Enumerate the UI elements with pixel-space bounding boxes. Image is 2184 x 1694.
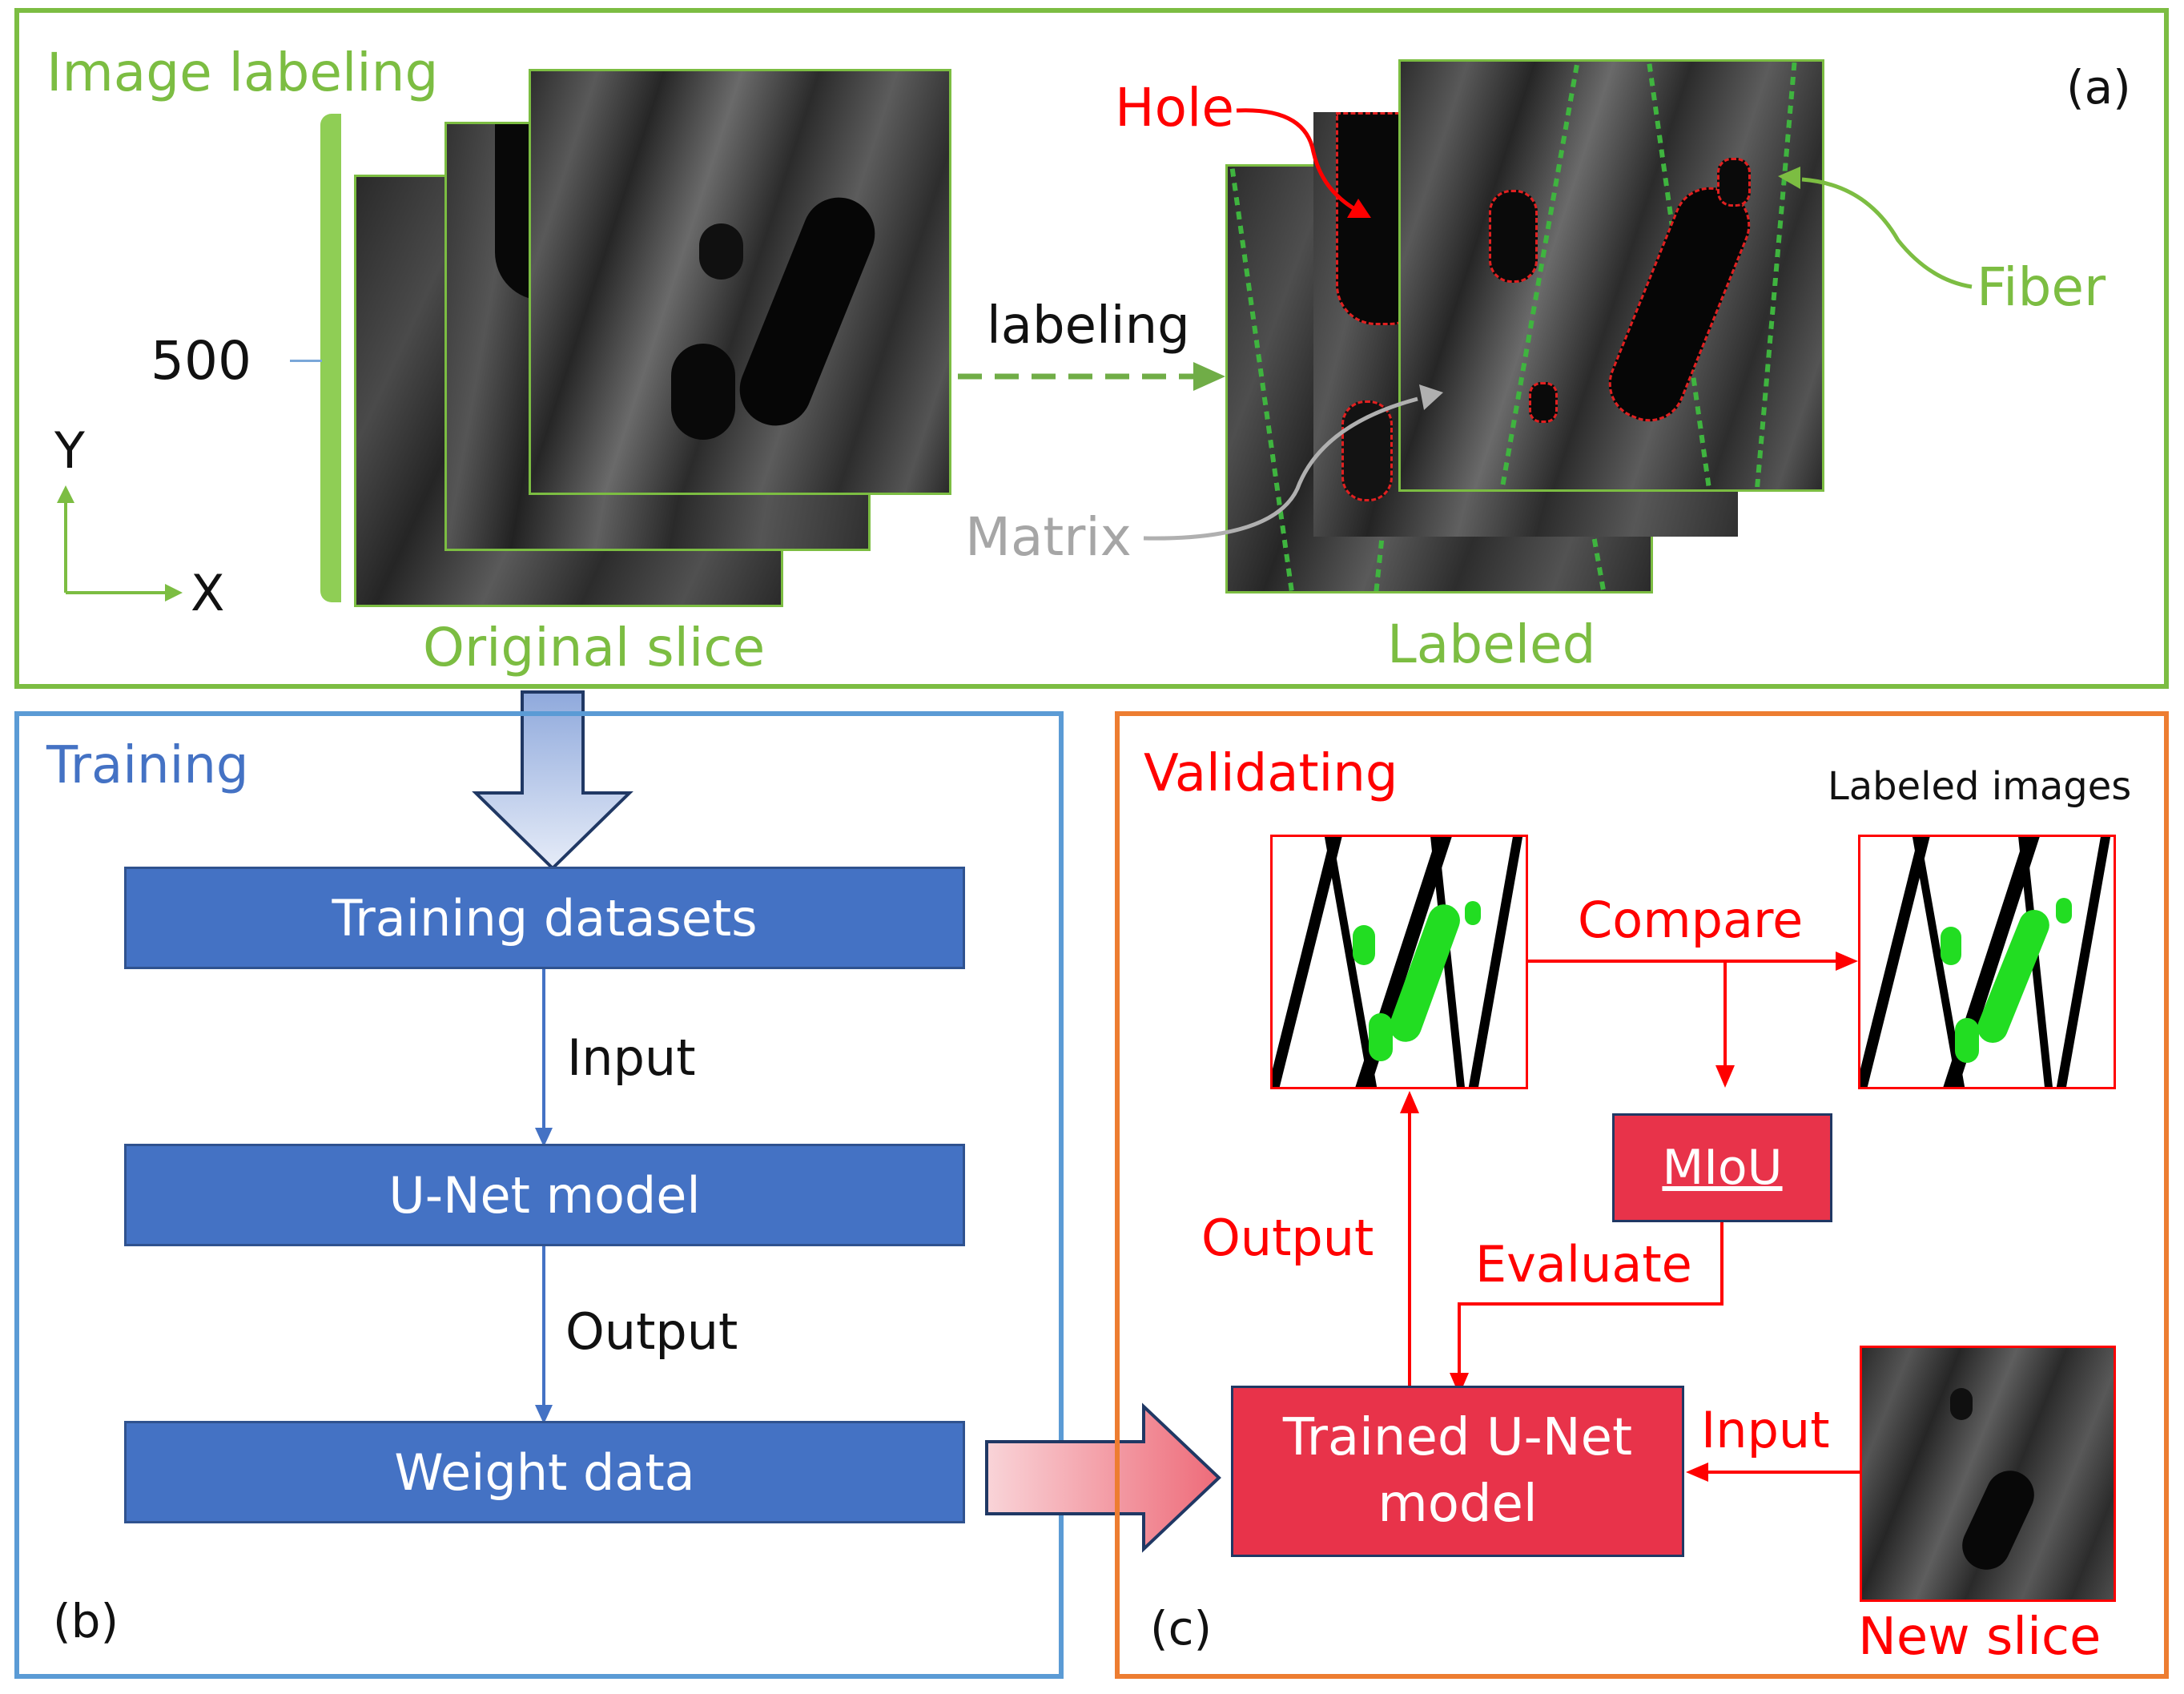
matrix-arrow: [1143, 384, 1443, 541]
output-label: Output: [565, 1302, 738, 1361]
labeling-label: labeling: [987, 296, 1190, 356]
labeled-caption: Labeled: [1387, 614, 1596, 675]
original-slice-caption: Original slice: [423, 617, 766, 678]
weight-data-label: Weight data: [394, 1443, 695, 1502]
depth-label: 500: [151, 330, 251, 392]
depth-bracket: [320, 114, 341, 602]
panel-b-frame: [14, 711, 1064, 1679]
input-label: Input: [567, 1028, 696, 1087]
panel-a-tag: (a): [2066, 60, 2131, 115]
compare-label: Compare: [1578, 891, 1804, 949]
panel-b-tag: (b): [53, 1594, 119, 1648]
input-arrow: [535, 969, 553, 1147]
matrix-label: Matrix: [965, 506, 1132, 568]
hole-arrow: [1236, 108, 1371, 218]
output-c-arrow: [1400, 1091, 1419, 1387]
input-c-arrow: [1686, 1463, 1862, 1482]
labeled-images-label: Labeled images: [1828, 764, 2132, 809]
labeled-slice-front: [1398, 59, 1824, 492]
axis-x-label: X: [191, 564, 225, 622]
output-c-label: Output: [1201, 1209, 1374, 1267]
axis-icon: [57, 485, 183, 602]
labeling-arrow: [958, 362, 1225, 391]
training-datasets-label: Training datasets: [332, 888, 758, 948]
output-arrow: [535, 1246, 553, 1424]
trained-unet-line1: Trained U-Net: [1282, 1407, 1633, 1467]
ground-truth-mask-image: [1858, 835, 2116, 1089]
flow-arrow-right: [985, 1402, 1221, 1553]
panel-c-frame: [1115, 711, 2169, 1679]
evaluate-label: Evaluate: [1475, 1235, 1692, 1294]
depth-tick: [290, 360, 322, 362]
compare-to-miou-arrow: [1715, 961, 1735, 1088]
panel-a-title: Image labeling: [46, 42, 439, 103]
evaluate-arrow: [1450, 1222, 1723, 1395]
panel-c-title: Validating: [1144, 744, 1398, 803]
panel-b-title: Training: [46, 736, 249, 795]
hole-label: Hole: [1115, 77, 1234, 139]
panel-a-frame: [14, 8, 2169, 689]
unet-model-label: U-Net model: [388, 1165, 701, 1225]
compare-arrow: [1528, 952, 1858, 971]
predicted-mask-image: [1270, 835, 1528, 1089]
flow-arrow-down: [472, 690, 633, 871]
axis-y-label: Y: [54, 421, 85, 480]
training-datasets-box: Training datasets: [124, 867, 965, 969]
original-slice-front: [529, 69, 951, 495]
fiber-label: Fiber: [1977, 256, 2106, 318]
unet-model-box: U-Net model: [124, 1144, 965, 1246]
fiber-arrow: [1778, 167, 1973, 289]
miou-box: MIoU: [1612, 1113, 1832, 1222]
panel-c-tag: (c): [1150, 1601, 1213, 1656]
weight-data-box: Weight data: [124, 1421, 965, 1523]
miou-label: MIoU: [1662, 1140, 1783, 1196]
trained-unet-box: Trained U-Net model: [1231, 1386, 1684, 1557]
new-slice-label: New slice: [1858, 1607, 2102, 1667]
new-slice-image: [1860, 1346, 2116, 1602]
trained-unet-line2: model: [1378, 1475, 1538, 1534]
input-c-label: Input: [1701, 1401, 1830, 1459]
